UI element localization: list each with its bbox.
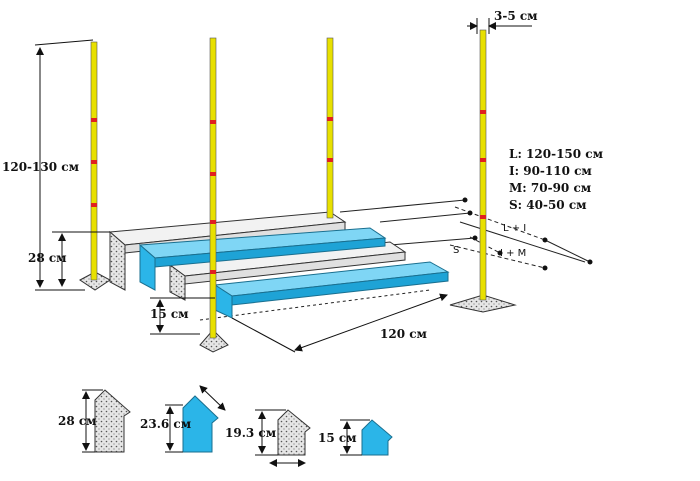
pole-width-label: 3-5 см xyxy=(494,9,538,23)
profile-blue-15 xyxy=(340,419,393,456)
dim-low-board-height xyxy=(150,297,215,335)
profile4-height-label: 15 см xyxy=(318,431,357,445)
legend-line-s: S: 40-50 см xyxy=(509,198,587,212)
pole-bases xyxy=(79,271,517,353)
pole-4 xyxy=(479,29,487,301)
blue-board-front xyxy=(213,261,450,319)
profile2-height-label: 23.6 см xyxy=(140,417,192,431)
legend-line-m: M: 70-90 см xyxy=(509,181,592,195)
low-board-height-label: 15 см xyxy=(150,307,189,321)
dim-pole-width xyxy=(467,18,532,34)
profile1-height-label: 28 см xyxy=(58,414,97,428)
board-length-label: 120 см xyxy=(380,327,428,341)
pole-2 xyxy=(209,37,217,339)
pole-3 xyxy=(326,37,334,219)
pole-height-label: 120-130 см xyxy=(2,160,80,174)
guide-dots xyxy=(462,197,593,271)
board-height-label: 28 см xyxy=(28,251,67,265)
marker-i-plus-m: I + M xyxy=(500,248,526,259)
legend-line-i: I: 90-110 см xyxy=(509,164,592,178)
profile-grey-28 xyxy=(82,389,131,453)
profile-grey-193 xyxy=(255,409,311,467)
marker-s: S xyxy=(453,245,459,256)
marker-l-plus-i: L + I xyxy=(503,223,526,234)
grey-board-front xyxy=(168,241,407,301)
legend-line-l: L: 120-150 см xyxy=(509,147,604,161)
dim-pole-height xyxy=(34,39,94,291)
profile-blue-236 xyxy=(165,385,226,453)
dim-board-height xyxy=(52,231,110,287)
dim-board-length xyxy=(231,293,448,353)
pole-1 xyxy=(90,41,98,281)
profile3-height-label: 19.3 см xyxy=(225,426,277,440)
spacing-legend: L: 120-150 см I: 90-110 см M: 70-90 см S… xyxy=(509,147,604,212)
